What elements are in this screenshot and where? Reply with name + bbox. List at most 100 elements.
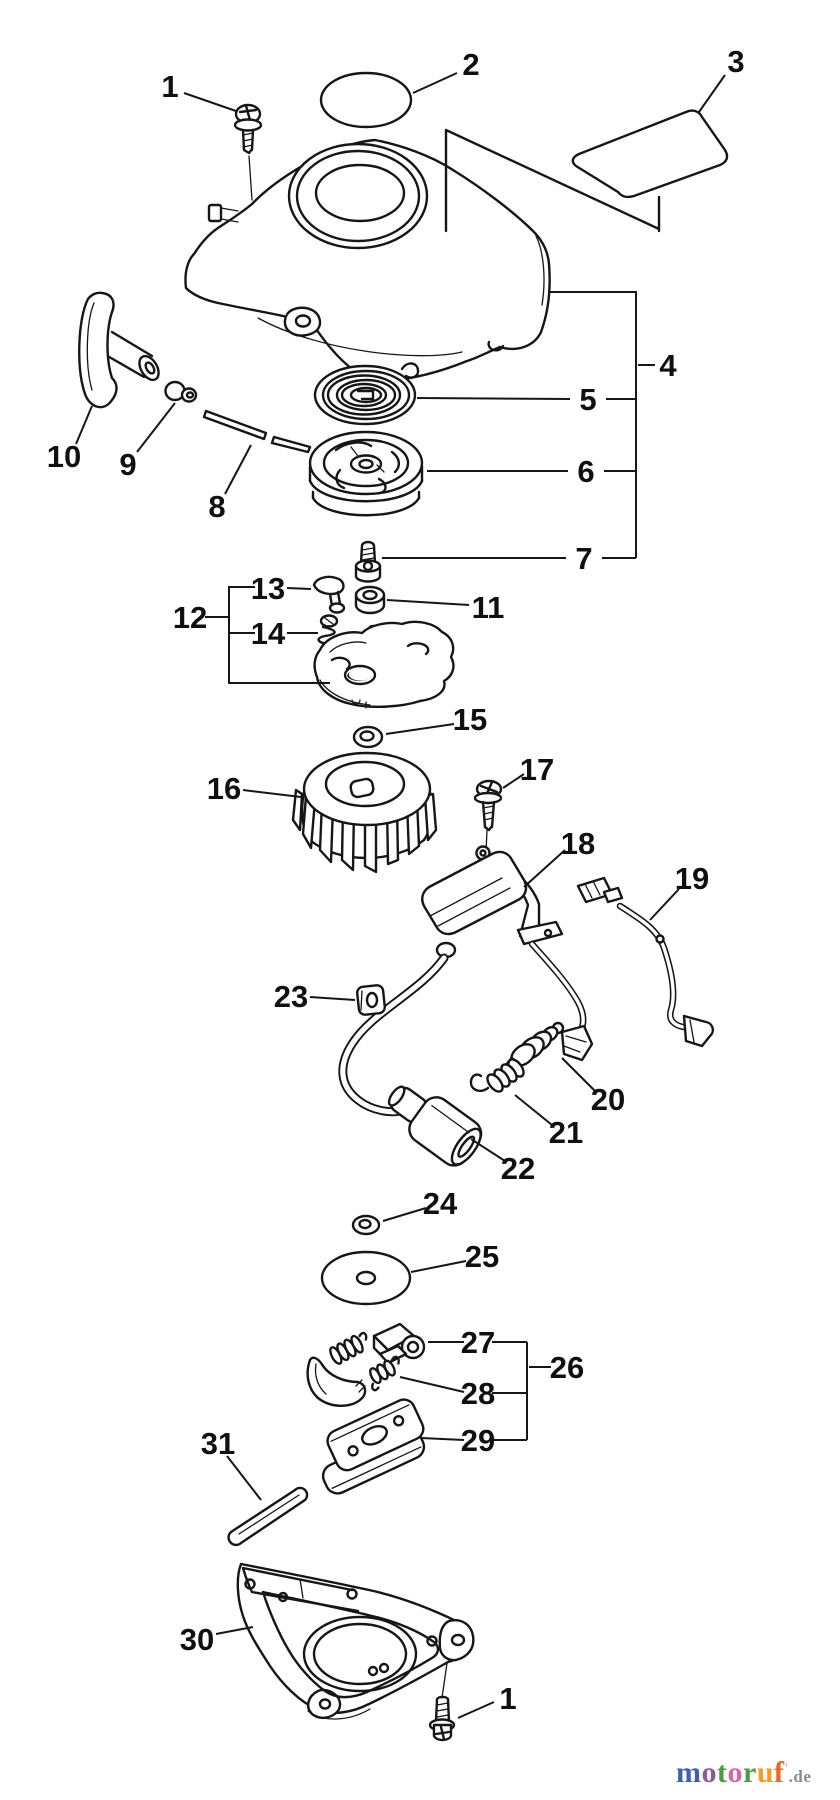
part-screw-top (233, 103, 263, 201)
leader-22 (470, 1138, 506, 1162)
leader-18 (523, 849, 566, 888)
callout-8: 8 (208, 489, 225, 524)
leader-20 (561, 1057, 597, 1093)
leader-10 (75, 405, 93, 445)
leader-29 (420, 1437, 465, 1441)
callout-30: 30 (180, 1622, 214, 1657)
part-rope-pulley (308, 430, 424, 517)
callout-16: 16 (207, 771, 241, 806)
leader-3 (698, 74, 726, 113)
part-flywheel (291, 751, 438, 874)
leader-15 (385, 723, 455, 735)
part-crankcase (236, 1562, 475, 1720)
part-screw-bottom (428, 1695, 456, 1742)
watermark-suffix: .de (788, 1767, 812, 1786)
watermark-letter-2: t (717, 1756, 728, 1789)
callout-3: 3 (727, 44, 744, 79)
leader-9 (136, 402, 176, 453)
callout-18: 18 (561, 826, 595, 861)
leader-5 (416, 397, 571, 400)
callout-4: 4 (659, 348, 677, 383)
part-ignition-coil (338, 845, 594, 1117)
callout-22: 22 (501, 1151, 535, 1186)
callout-21: 21 (549, 1115, 583, 1150)
watermark-letters: motoruf (676, 1756, 785, 1789)
callout-23: 23 (274, 979, 308, 1014)
watermark-mark: ' (784, 1760, 789, 1775)
callout-27: 27 (461, 1325, 495, 1360)
part-starter-housing (184, 138, 551, 383)
leader-28 (399, 1376, 465, 1393)
leader-30 (215, 1626, 254, 1635)
callout-1-bottom: 1 (499, 1681, 516, 1716)
callout-20: 20 (591, 1082, 625, 1117)
callout-14: 14 (251, 616, 286, 651)
leader-31 (226, 1455, 262, 1501)
watermark-letter-0: m (676, 1756, 702, 1789)
callout-29: 29 (461, 1423, 495, 1458)
part-washer-24 (351, 1214, 381, 1236)
callout-24: 24 (423, 1186, 458, 1221)
callout-6: 6 (577, 454, 594, 489)
leader-23 (309, 996, 356, 1001)
part-recoil-spring (313, 362, 420, 426)
part-decal (571, 109, 729, 199)
leader-1-top (183, 92, 237, 112)
leader-2 (412, 72, 458, 94)
callout-9: 9 (119, 447, 136, 482)
leader-17 (502, 773, 525, 789)
part-cover-ring (319, 71, 413, 129)
leader-25 (410, 1260, 467, 1273)
callout-26: 26 (550, 1350, 584, 1385)
callout-1-top: 1 (161, 69, 178, 104)
leader-1-bottom (457, 1701, 495, 1719)
part-clutch-springs (329, 1331, 400, 1392)
part-starter-handle (78, 291, 160, 409)
callout-19: 19 (675, 861, 709, 896)
watermark-letter-5: u (756, 1756, 775, 1789)
leader-19 (649, 888, 680, 921)
part-clutch-cover (321, 1398, 426, 1495)
part-plug-cap (387, 1085, 483, 1167)
callout-28: 28 (461, 1376, 495, 1411)
callout-31: 31 (201, 1426, 235, 1461)
callout-15: 15 (453, 702, 487, 737)
leader-21 (514, 1094, 553, 1126)
callout-17: 17 (520, 752, 554, 787)
callout-7: 7 (575, 541, 592, 576)
part-lead-wire-19 (576, 876, 714, 1048)
part-washer-15 (352, 725, 384, 749)
part-ratchet-case (313, 620, 455, 709)
watermark-letter-6: f (774, 1756, 785, 1789)
watermark-letter-1: o (701, 1756, 717, 1789)
part-rope-bushing (164, 380, 198, 403)
part-screw-7 (354, 540, 382, 583)
bracket-group-12 (228, 586, 330, 684)
part-nut-11 (354, 585, 386, 615)
part-gasket-strip (227, 1486, 309, 1547)
watermark-letter-3: o (727, 1756, 743, 1789)
watermark-letter-4: r (743, 1756, 757, 1789)
bracket-group-4-7 (549, 291, 637, 558)
callout-11: 11 (472, 590, 505, 625)
part-plug-spring (469, 1058, 525, 1093)
part-washer-25 (320, 1250, 412, 1306)
part-clutch-hub (372, 1322, 426, 1365)
leader-24 (382, 1207, 427, 1222)
leader-13 (286, 587, 312, 590)
part-deflector-triangle (444, 128, 661, 233)
leader-16 (242, 789, 302, 798)
part-grommet (356, 984, 386, 1016)
part-clutch-shoe (306, 1356, 367, 1407)
part-screw-17 (473, 779, 503, 853)
watermark-logo[interactable]: motoruf'.de (676, 1756, 811, 1790)
part-pawl-13 (312, 575, 346, 614)
callout-5: 5 (579, 382, 596, 417)
callout-2: 2 (462, 47, 479, 82)
leader-8 (224, 444, 252, 495)
callout-12: 12 (173, 600, 207, 635)
callout-13: 13 (251, 571, 285, 606)
